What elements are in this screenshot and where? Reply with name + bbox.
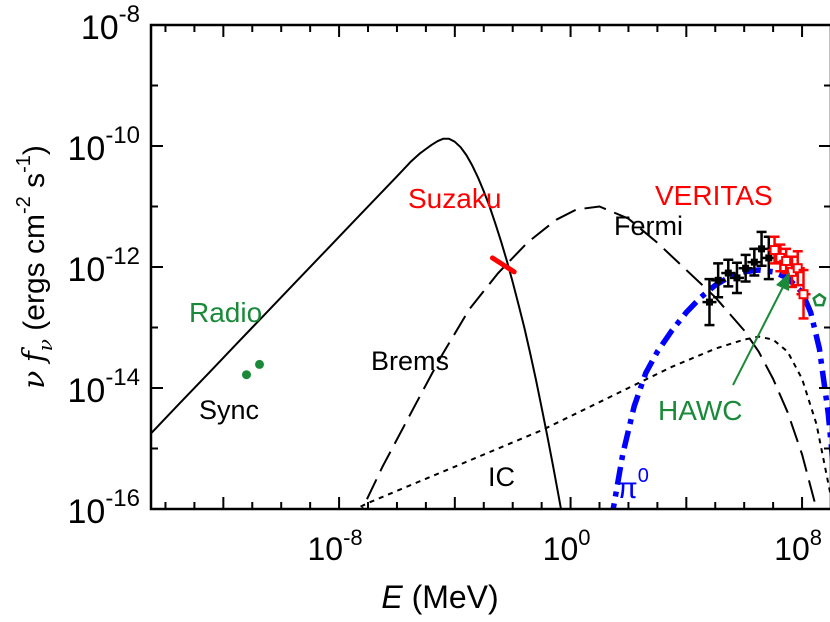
fermi-point-marker: [724, 269, 732, 277]
y-axis-label-unit-b: s: [18, 173, 51, 196]
hawc-point: [812, 292, 827, 307]
x-tick-label-exponent: 0: [578, 525, 590, 550]
x-tick-label-base: 10: [543, 531, 579, 567]
y-tick-label-base: 10: [67, 251, 105, 289]
x-tick-label-base: 10: [774, 531, 810, 567]
radio-label: Radio: [189, 297, 262, 328]
ic-label: IC: [488, 462, 515, 492]
y-tick-label-base: 10: [67, 130, 105, 168]
y-axis-label-close: ): [18, 145, 51, 155]
veritas-label: VERITAS: [655, 180, 773, 211]
y-axis-label-sub: ν: [33, 339, 57, 351]
y-tick-label-exponent: -16: [105, 485, 140, 512]
x-tick-label: 10-8: [308, 525, 363, 567]
hawc-label: HAWC: [658, 395, 743, 426]
x-axis-label-unit: (MeV): [403, 579, 499, 615]
y-tick-label-exponent: -10: [105, 122, 140, 149]
y-axis-label-unit-a: (ergs cm: [18, 214, 51, 339]
veritas-point: [796, 268, 811, 320]
brems-label: Brems: [371, 346, 449, 376]
y-axis-label-sup2: -1: [13, 155, 35, 173]
fermi-point-marker: [742, 264, 750, 272]
fermi-point: [729, 261, 744, 295]
x-tick-label: 100: [543, 525, 591, 567]
x-axis-label: E (MeV): [381, 579, 498, 615]
pi0-superscript: 0: [638, 465, 649, 487]
pi0-symbol: π: [617, 472, 638, 505]
radio-point: [241, 370, 251, 380]
x-tick-label: 108: [774, 525, 822, 567]
ic-curve: [353, 335, 830, 509]
fermi-label: Fermi: [614, 211, 683, 241]
x-axis-label-symbol: E: [381, 579, 403, 615]
pi0-label: π0: [617, 465, 649, 505]
y-tick-label-base: 10: [81, 9, 119, 47]
hawc-arrowhead: [776, 272, 790, 291]
plot-frame: [149, 23, 830, 511]
fermi-point-marker: [758, 245, 766, 253]
y-tick-label: 10-14: [67, 364, 140, 410]
suzaku-label: Suzaku: [408, 183, 501, 214]
y-tick-label-exponent: -8: [119, 1, 140, 28]
brems-curve: [361, 205, 818, 509]
veritas-point-marker: [798, 289, 809, 300]
fermi-point-marker: [705, 298, 713, 306]
veritas-point-marker: [769, 245, 780, 256]
y-tick-label: 10-16: [67, 485, 140, 531]
y-tick-label-base: 10: [67, 493, 105, 531]
sync-curve: [151, 137, 562, 509]
hawc-arrow-shaft: [732, 284, 785, 386]
x-tick-label-exponent: 8: [810, 525, 822, 550]
x-tick-label-base: 10: [308, 531, 344, 567]
data-layer: [241, 230, 827, 380]
fermi-point: [738, 253, 753, 283]
y-tick-label-base: 10: [67, 372, 105, 410]
suzaku-spectrum: [489, 255, 517, 275]
y-tick-label-exponent: -12: [105, 243, 140, 270]
veritas-point-marker: [792, 263, 803, 274]
fermi-point-marker: [714, 276, 722, 284]
fermi-point: [711, 262, 726, 299]
y-tick-label: 10-8: [81, 1, 140, 47]
fermi-point: [754, 230, 769, 268]
y-tick-label: 10-12: [67, 243, 140, 289]
veritas-point-marker: [781, 255, 792, 266]
series-layer: [151, 137, 830, 509]
y-tick-label: 10-10: [67, 122, 140, 168]
y-axis-label: ν fν (ergs cm-2 s-1): [13, 145, 57, 389]
x-tick-label-exponent: -8: [343, 525, 363, 550]
y-axis-label-nu: ν: [17, 371, 52, 389]
y-tick-label-exponent: -14: [105, 364, 140, 391]
veritas-point: [790, 250, 805, 287]
radio-point: [255, 359, 265, 369]
fermi-point: [721, 258, 736, 288]
pion-decay-curve: [610, 267, 830, 509]
fermi-point-marker: [733, 274, 741, 282]
fermi-point-marker: [765, 254, 773, 262]
y-axis-label-space: [18, 362, 51, 370]
sync-label: Sync: [199, 395, 259, 425]
y-axis-label-sup1: -2: [13, 196, 35, 214]
fermi-point-marker: [750, 258, 758, 266]
